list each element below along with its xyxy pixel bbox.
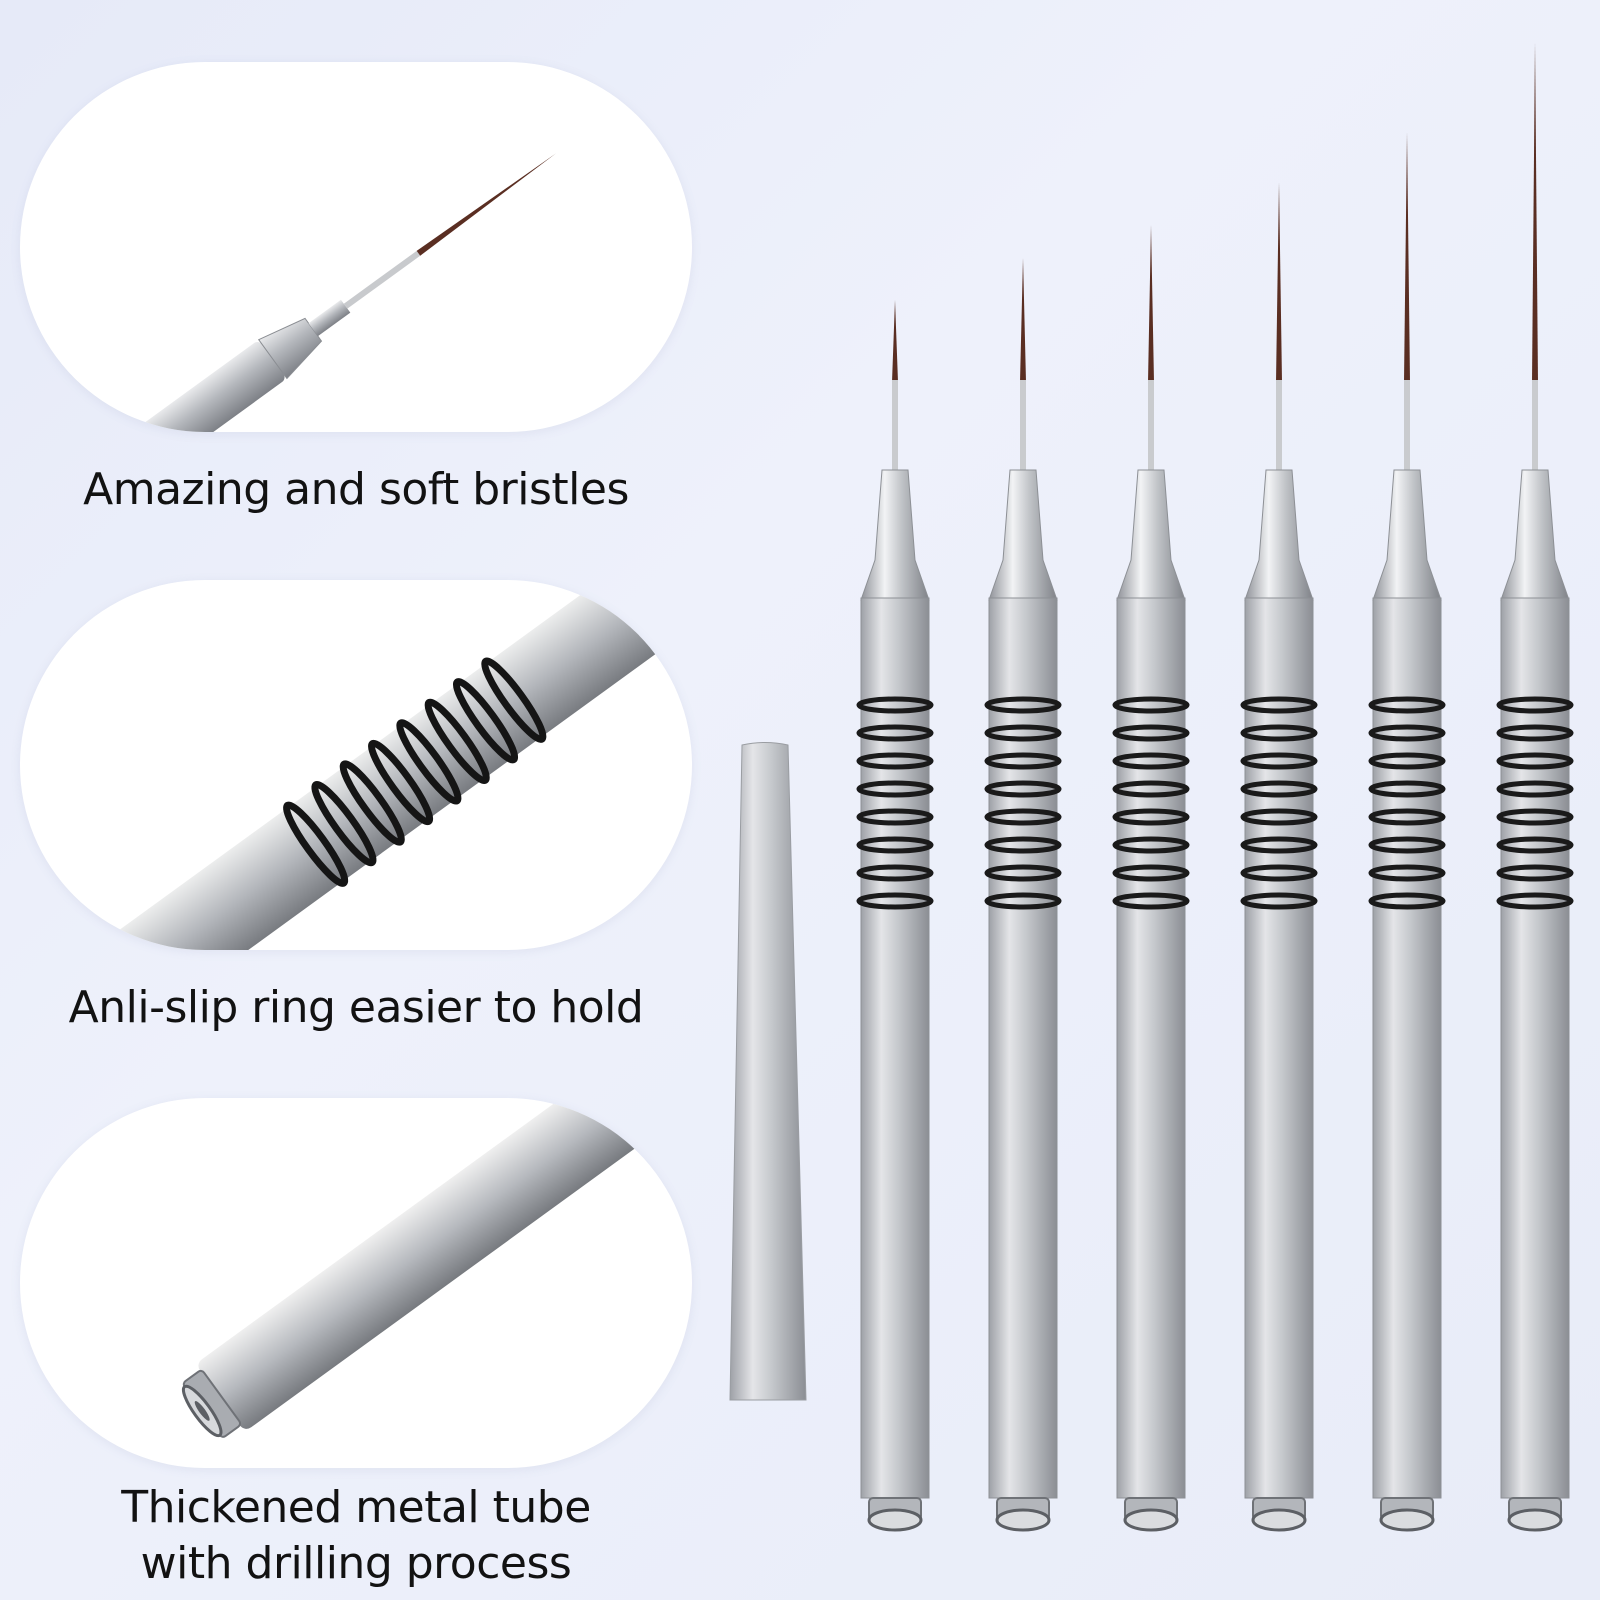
- grip-ring: [856, 724, 934, 742]
- brush-ferrule: [1500, 469, 1570, 601]
- grip-ring: [1368, 864, 1446, 882]
- grip-ring: [1240, 864, 1318, 882]
- feature-caption-tube: Thickened metal tube with drilling proce…: [20, 1480, 692, 1592]
- brush-4: [1240, 182, 1318, 1532]
- grip-ring: [1240, 836, 1318, 854]
- brush-wire: [892, 380, 898, 470]
- grip-ring: [1496, 892, 1574, 910]
- brush-handle: [1244, 597, 1314, 1499]
- brush-tip-closeup-icon: [139, 153, 556, 432]
- grip-ring: [1112, 808, 1190, 826]
- grip-ring: [1240, 808, 1318, 826]
- brush-handle: [860, 597, 930, 1499]
- grip-ring: [1368, 780, 1446, 798]
- brush-handle: [1372, 597, 1442, 1499]
- grip-ring: [1496, 780, 1574, 798]
- brush-end-hole: [1123, 1508, 1179, 1532]
- brush-bristles: [1020, 258, 1026, 382]
- brush-ferrule: [1372, 469, 1442, 601]
- brush-2: [984, 258, 1062, 1532]
- brush-wire: [1148, 380, 1154, 470]
- grip-ring: [984, 752, 1062, 770]
- grip-ring: [856, 836, 934, 854]
- feature-caption-grip: Anli-slip ring easier to hold: [68, 982, 644, 1033]
- brush-bristles: [892, 300, 898, 382]
- grip-ring: [856, 696, 934, 714]
- brush-ferrule: [1116, 469, 1186, 601]
- feature-card-bristles: [20, 62, 692, 432]
- grip-ring: [1240, 780, 1318, 798]
- brush-ferrule: [1244, 469, 1314, 601]
- brush-wire: [1404, 380, 1410, 470]
- grip-ring: [856, 864, 934, 882]
- grip-ring: [1112, 696, 1190, 714]
- grip-ring: [1368, 836, 1446, 854]
- grip-ring: [1368, 752, 1446, 770]
- grip-ring: [984, 836, 1062, 854]
- grip-ring: [1240, 752, 1318, 770]
- grip-ring: [1112, 724, 1190, 742]
- grip-ring-closeup-icon: [82, 580, 663, 950]
- brush-end-hole: [1251, 1508, 1307, 1532]
- grip-ring: [1112, 752, 1190, 770]
- grip-ring: [856, 808, 934, 826]
- brush-3: [1112, 225, 1190, 1532]
- brush-5: [1368, 132, 1446, 1532]
- brush-ferrule: [988, 469, 1058, 601]
- grip-ring: [856, 752, 934, 770]
- grip-ring: [1496, 836, 1574, 854]
- brush-wire: [1532, 380, 1538, 470]
- brush-bristles: [1148, 225, 1154, 382]
- grip-ring: [1496, 752, 1574, 770]
- feature-card-tube: [20, 1098, 692, 1468]
- feature-caption-tube-line2: with drilling process: [140, 1538, 572, 1589]
- grip-ring: [1496, 724, 1574, 742]
- grip-ring: [1496, 808, 1574, 826]
- brush-ferrule: [860, 469, 930, 601]
- brush-6: [1496, 42, 1574, 1532]
- grip-ring: [984, 724, 1062, 742]
- brush-wire: [1276, 380, 1282, 470]
- grip-ring: [984, 780, 1062, 798]
- feature-caption-bristles: Amazing and soft bristles: [83, 464, 629, 515]
- grip-ring: [1368, 696, 1446, 714]
- brush-wire: [1020, 380, 1026, 470]
- grip-ring: [856, 892, 934, 910]
- brush-1: [856, 300, 934, 1532]
- brush-handle: [988, 597, 1058, 1499]
- grip-ring: [1368, 892, 1446, 910]
- brush-bristles: [1276, 182, 1282, 382]
- grip-ring: [984, 892, 1062, 910]
- brush-end-hole: [1507, 1508, 1563, 1532]
- grip-ring: [984, 808, 1062, 826]
- feature-card-grip: [20, 580, 692, 950]
- grip-ring: [1112, 836, 1190, 854]
- brush-end-hole: [867, 1508, 923, 1532]
- grip-ring: [856, 780, 934, 798]
- metal-tube-closeup-icon: [181, 1098, 692, 1438]
- grip-ring: [984, 696, 1062, 714]
- grip-ring: [1112, 864, 1190, 882]
- brush-bristles: [1532, 42, 1538, 382]
- grip-ring: [1496, 696, 1574, 714]
- grip-ring: [984, 864, 1062, 882]
- brush-handle: [1116, 597, 1186, 1499]
- brush-handle: [1500, 597, 1570, 1499]
- brush-end-hole: [1379, 1508, 1435, 1532]
- grip-ring: [1240, 724, 1318, 742]
- grip-ring: [1240, 696, 1318, 714]
- brush-end-hole: [995, 1508, 1051, 1532]
- brush-bristles: [1404, 132, 1410, 382]
- feature-caption-tube-line1: Thickened metal tube: [121, 1482, 591, 1533]
- grip-ring: [1112, 892, 1190, 910]
- brush-cap: [729, 742, 807, 1401]
- grip-ring: [1368, 724, 1446, 742]
- grip-ring: [1368, 808, 1446, 826]
- grip-ring: [1240, 892, 1318, 910]
- grip-ring: [1112, 780, 1190, 798]
- grip-ring: [1496, 864, 1574, 882]
